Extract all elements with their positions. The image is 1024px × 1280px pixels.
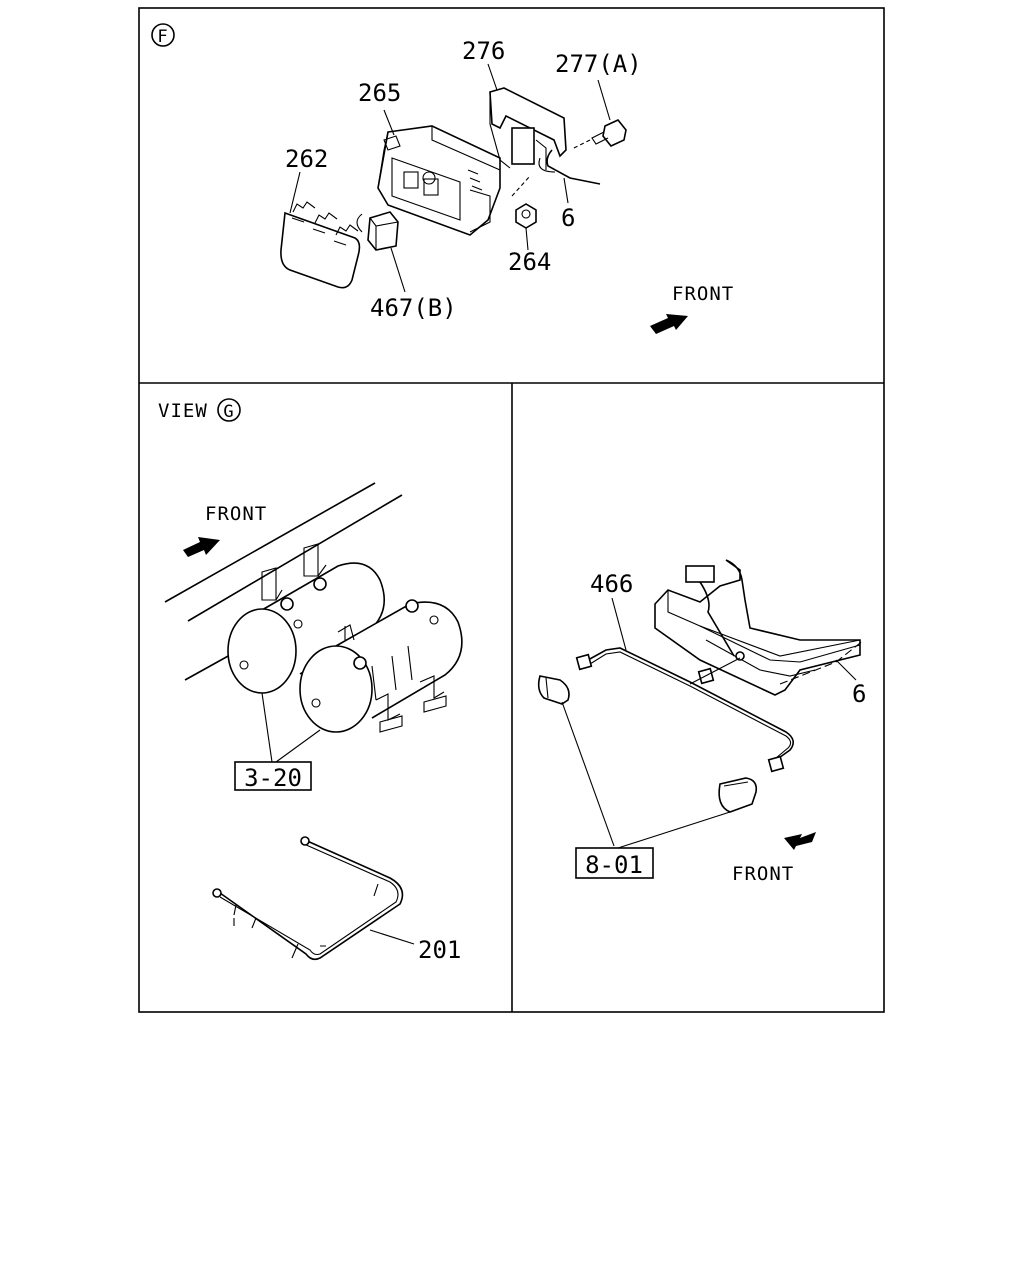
- svg-text:VIEW: VIEW: [158, 400, 208, 422]
- leader-262: [289, 171, 301, 214]
- harness-201: [212, 836, 404, 961]
- air-tanks: [227, 543, 463, 733]
- view-heading-g: VIEW G: [158, 398, 241, 422]
- ref-box-8-01: 8-01: [575, 847, 654, 879]
- svg-text:FRONT: FRONT: [205, 503, 267, 525]
- leader-3-20-b: [275, 729, 321, 763]
- svg-text:F: F: [157, 27, 168, 47]
- label-276: 276: [462, 37, 505, 65]
- clip-467b: [356, 211, 399, 251]
- mounting-bracket: [654, 559, 865, 696]
- leader-6-right: [835, 659, 857, 681]
- nut-264: [511, 175, 537, 229]
- chassis-frame-rail: [164, 482, 403, 681]
- view-marker-f: F: [151, 23, 175, 47]
- front-arrow-g: FRONT: [183, 503, 267, 557]
- label-6-f: 6: [561, 204, 575, 232]
- harness-466: [575, 647, 794, 773]
- label-201: 201: [418, 936, 461, 964]
- leader-8-01-a: [561, 701, 615, 847]
- leader-3-20-a: [261, 692, 273, 763]
- label-277a: 277(A): [555, 50, 642, 78]
- label-467b: 467(B): [370, 294, 457, 322]
- leader-466: [611, 597, 627, 651]
- svg-text:3-20: 3-20: [244, 764, 302, 792]
- lamp-lens-262: [280, 201, 361, 289]
- label-466: 466: [590, 570, 633, 598]
- bracket-276: [489, 87, 567, 170]
- panel-f: F 262 467(B) 26: [151, 23, 734, 334]
- front-arrow-right: FRONT: [732, 832, 816, 885]
- panel-frames: [138, 7, 885, 1013]
- front-arrow-f: FRONT: [650, 283, 734, 334]
- label-262: 262: [285, 145, 328, 173]
- panel-side-lamps: 6 466 8-01 FRONT: [537, 559, 866, 885]
- label-265: 265: [358, 79, 401, 107]
- svg-text:FRONT: FRONT: [672, 283, 734, 305]
- side-marker-lamps: [537, 675, 758, 813]
- svg-text:G: G: [223, 402, 234, 422]
- bolt-277a: [571, 119, 627, 150]
- leader-6-f: [563, 177, 569, 204]
- leader-467b: [390, 247, 406, 293]
- leader-201: [369, 929, 415, 945]
- panel-view-g: VIEW G FRONT: [158, 398, 463, 964]
- wire-6-f: [538, 149, 601, 185]
- lamp-housing-265: [377, 125, 501, 236]
- leader-265: [383, 109, 395, 136]
- svg-text:8-01: 8-01: [585, 851, 643, 879]
- ref-box-3-20: 3-20: [234, 761, 312, 792]
- label-264: 264: [508, 248, 551, 276]
- svg-text:FRONT: FRONT: [732, 863, 794, 885]
- label-6-right: 6: [852, 680, 866, 708]
- leader-277a: [597, 79, 611, 121]
- leader-264: [525, 227, 529, 251]
- leader-8-01-b: [617, 811, 731, 849]
- leader-276: [487, 63, 498, 91]
